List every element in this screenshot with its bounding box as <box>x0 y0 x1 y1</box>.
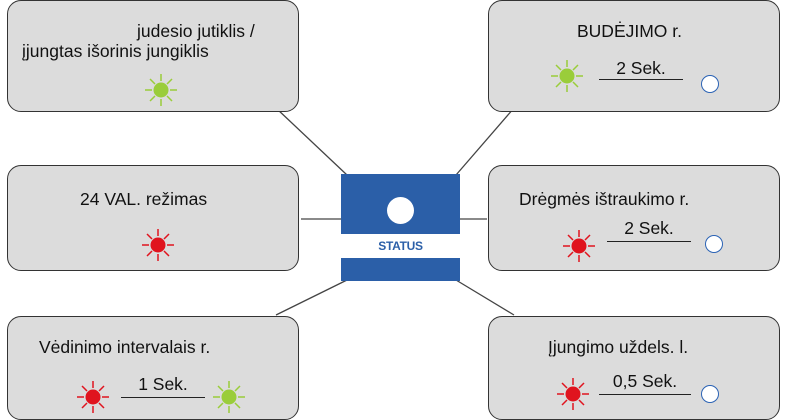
red-led-icon <box>142 229 174 261</box>
red-led-icon <box>557 378 589 410</box>
status-label: STATUS <box>378 239 423 253</box>
green-led-icon <box>213 381 245 413</box>
mode-humidity-label: Drėgmės ištraukimo r. <box>519 189 690 209</box>
mode-interval-duration: 1 Sek. <box>138 374 188 394</box>
duration-underline <box>599 394 691 395</box>
mode-box-motion: judesio jutiklis / įjungtas išorinis jun… <box>7 0 299 112</box>
red-led-icon <box>563 230 595 262</box>
red-led-icon <box>77 381 109 413</box>
mode-standby-duration: 2 Sek. <box>616 58 666 78</box>
duration-underline <box>121 397 205 398</box>
led-off-icon <box>701 385 719 403</box>
led-off-icon <box>705 235 723 253</box>
connector-delay <box>455 279 515 316</box>
connector-motion <box>275 107 348 176</box>
status-band <box>341 234 460 258</box>
mode-box-humidity: Drėgmės ištraukimo r. 2 Sek. <box>488 165 780 271</box>
mode-standby-label: BUDĖJIMO r. <box>577 21 683 41</box>
mode-humidity-duration: 2 Sek. <box>624 218 674 238</box>
mode-box-standby: BUDĖJIMO r. 2 Sek. <box>488 0 780 112</box>
connector-standby <box>455 107 515 176</box>
green-led-icon <box>551 60 583 92</box>
status-led-icon <box>387 197 414 224</box>
mode-delay-duration: 0,5 Sek. <box>612 371 678 391</box>
mode-motion-line2: įjungtas išorinis jungiklis <box>22 41 209 61</box>
mode-box-interval: Vėdinimo intervalais r. 1 Sek. <box>7 316 299 420</box>
mode-motion-line1: judesio jutiklis / <box>137 21 255 41</box>
mode-always-on-label: 24 VAL. režimas <box>80 189 208 209</box>
mode-box-delay: Įjungimo uždels. l. 0,5 Sek. <box>488 316 780 420</box>
duration-underline <box>607 241 691 242</box>
green-led-icon <box>145 74 177 106</box>
connector-interval <box>275 279 348 316</box>
led-off-icon <box>701 75 719 93</box>
mode-delay-label: Įjungimo uždels. l. <box>548 337 689 357</box>
mode-interval-label: Vėdinimo intervalais r. <box>39 337 211 357</box>
mode-box-always-on: 24 VAL. režimas <box>7 165 299 271</box>
status-panel: STATUS <box>341 174 460 281</box>
duration-underline <box>599 79 683 80</box>
